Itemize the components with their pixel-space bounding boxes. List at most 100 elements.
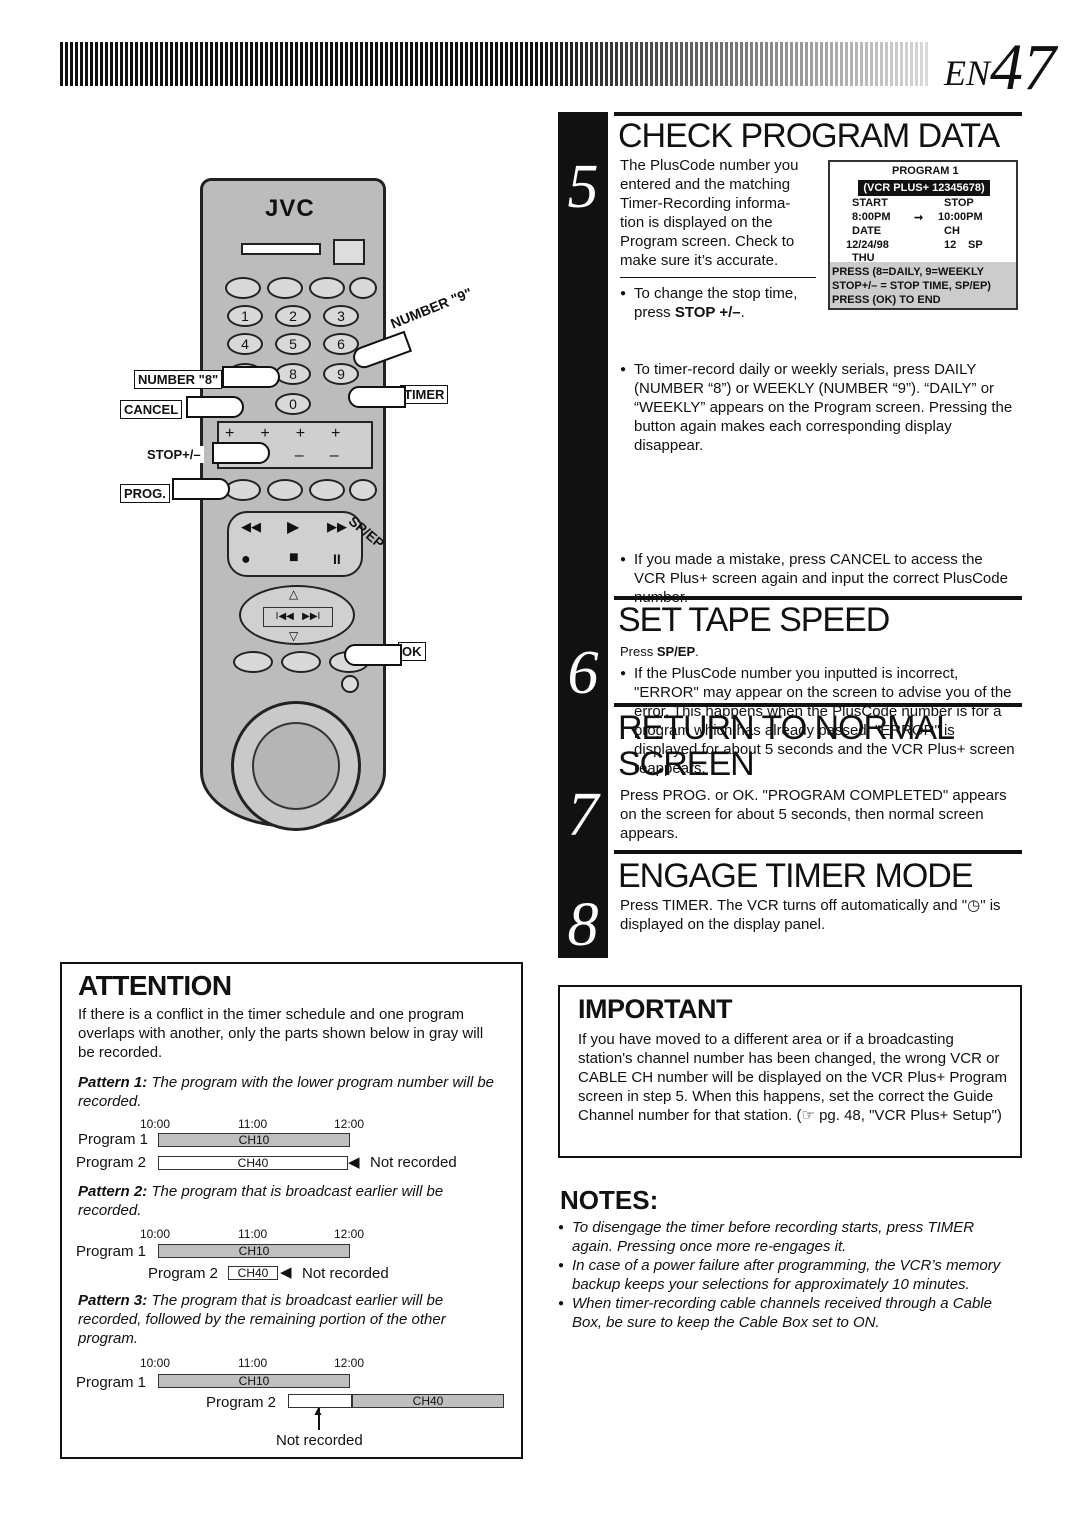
button — [309, 479, 345, 501]
osd-date-label: DATE — [852, 225, 882, 237]
button — [233, 651, 273, 673]
time-label: 10:00 — [140, 1117, 171, 1131]
pointer-hand-icon — [344, 644, 402, 666]
timeline-bar: CH40 — [158, 1156, 348, 1170]
note-item: In case of a power failure after program… — [558, 1256, 1018, 1294]
osd-date: 12/24/98 — [846, 239, 889, 251]
osd-help-1: PRESS (8=DAILY, 9=WEEKLY — [832, 266, 985, 278]
program-label: Program 2 — [206, 1394, 277, 1411]
bullet-stop-time: To change the stop time, press STOP +/–. — [620, 284, 820, 322]
key-0: 0 — [275, 393, 311, 415]
section-rule — [614, 850, 1022, 854]
jog-shuttle-dial — [231, 701, 361, 831]
button — [281, 651, 321, 673]
not-recorded-label: Not recorded — [370, 1154, 457, 1171]
step-number: 6 — [567, 639, 599, 707]
power-button — [333, 239, 365, 265]
important-text: If you have moved to a different area or… — [578, 1031, 1007, 1124]
time-label: 10:00 — [140, 1356, 171, 1370]
label-cancel: CANCEL — [120, 400, 183, 419]
top-button — [309, 277, 345, 299]
remote-control: JVC 1 2 3 4 5 6 7 8 9 0 ++++ –––– ◀◀ ▶ ▶… — [200, 178, 386, 831]
label-stop: STOP+/– — [144, 446, 204, 463]
arrow-up-icon: ▲ — [312, 1404, 324, 1418]
osd-ch: 12 — [944, 239, 957, 251]
jog-center — [252, 722, 340, 810]
key-6: 6 — [323, 333, 359, 355]
time-label: 10:00 — [140, 1227, 171, 1241]
section-rule — [614, 703, 1022, 707]
slider-switch — [241, 243, 321, 255]
divider — [620, 277, 816, 278]
osd-help-2: STOP+/– = STOP TIME, SP/EP) — [832, 280, 991, 292]
top-button — [349, 277, 377, 299]
timeline-bar: CH40 — [352, 1394, 504, 1408]
key-4: 4 — [227, 333, 263, 355]
arrow-up-icon — [318, 1408, 320, 1430]
bullet-error: If the PlusCode number you inputted is i… — [620, 664, 1020, 778]
osd-program: PROGRAM 1 — [892, 165, 959, 177]
timeline-bar — [288, 1394, 352, 1408]
label-ok: OK — [398, 642, 426, 661]
step-7-text: Press PROG. or OK. "PROGRAM COMPLETED" a… — [620, 787, 1007, 842]
pointer-hand-icon — [186, 396, 244, 418]
arrow-icon: ➞ — [914, 212, 924, 224]
important-box — [558, 985, 1022, 1158]
osd-start-label: START — [852, 197, 888, 209]
pattern-2: Pattern 2: The program that is broadcast… — [78, 1183, 444, 1219]
notes-list: To disengage the timer before recording … — [558, 1218, 1018, 1332]
key-2: 2 — [275, 305, 311, 327]
step-8-text: Press TIMER. The VCR turns off automatic… — [620, 897, 1001, 933]
brand-logo: JVC — [265, 195, 315, 222]
step-number: 5 — [567, 153, 599, 221]
attention-box — [60, 962, 523, 1459]
prog-button — [225, 479, 261, 501]
pointer-hand-icon — [212, 442, 270, 464]
step-number: 7 — [567, 781, 599, 849]
step-column — [558, 112, 608, 958]
osd-speed: SP — [968, 239, 983, 251]
osd-day: THU — [852, 252, 875, 264]
spep-button — [349, 479, 377, 501]
time-label: 12:00 — [334, 1117, 365, 1131]
language-label: EN — [944, 53, 991, 93]
program-label: Program 2 — [76, 1154, 147, 1171]
osd-stop: 10:00PM — [938, 211, 983, 223]
time-label: 11:00 — [238, 1227, 268, 1241]
section-rule — [614, 596, 1022, 600]
note-item: When timer-recording cable channels rece… — [558, 1294, 1018, 1332]
not-recorded-label: Not recorded — [276, 1432, 363, 1449]
pattern-3: Pattern 3: The program that is broadcast… — [78, 1292, 446, 1347]
key-8: 8 — [275, 363, 311, 385]
page-number: 47 — [990, 31, 1056, 104]
pattern-1: Pattern 1: The program with the lower pr… — [78, 1074, 495, 1110]
label-number-8: NUMBER "8" — [134, 370, 223, 389]
osd-ch-label: CH — [944, 225, 960, 237]
section-title: ENGAGE TIMER MODE — [618, 857, 974, 895]
transport-keys: ◀◀ ▶ ▶▶ ● ■ II — [227, 511, 363, 577]
bullet-daily-weekly: To timer-record daily or weekly serials,… — [620, 360, 1016, 455]
round-button — [341, 675, 359, 693]
section-title: SCREEN — [618, 745, 755, 783]
program-screen: PROGRAM 1 (VCR PLUS+ 12345678) START STO… — [828, 160, 1018, 310]
program-label: Program 2 — [148, 1265, 219, 1282]
key-9: 9 — [323, 363, 359, 385]
osd-vcr-plus: (VCR PLUS+ 12345678) — [858, 180, 990, 196]
arrow-left-icon: ◀ — [348, 1154, 360, 1171]
important-title: IMPORTANT — [578, 994, 732, 1024]
time-label: 11:00 — [238, 1356, 268, 1370]
label-number-9: NUMBER "9" — [388, 284, 475, 332]
notes-title: NOTES: — [560, 1185, 659, 1215]
direction-pad: △ ▽ I◀◀ ▶▶I — [239, 585, 355, 645]
section-title: CHECK PROGRAM DATA — [618, 117, 1000, 155]
pointer-hand-icon — [348, 386, 406, 408]
program-label: Program 1 — [76, 1243, 147, 1260]
osd-help-3: PRESS (OK) TO END — [832, 294, 941, 306]
pointer-hand-icon — [222, 366, 280, 388]
key-5: 5 — [275, 333, 311, 355]
button — [267, 479, 303, 501]
top-button — [225, 277, 261, 299]
label-timer: TIMER — [400, 385, 449, 404]
timeline-bar: CH40 — [228, 1266, 278, 1280]
not-recorded-label: Not recorded — [302, 1265, 389, 1282]
